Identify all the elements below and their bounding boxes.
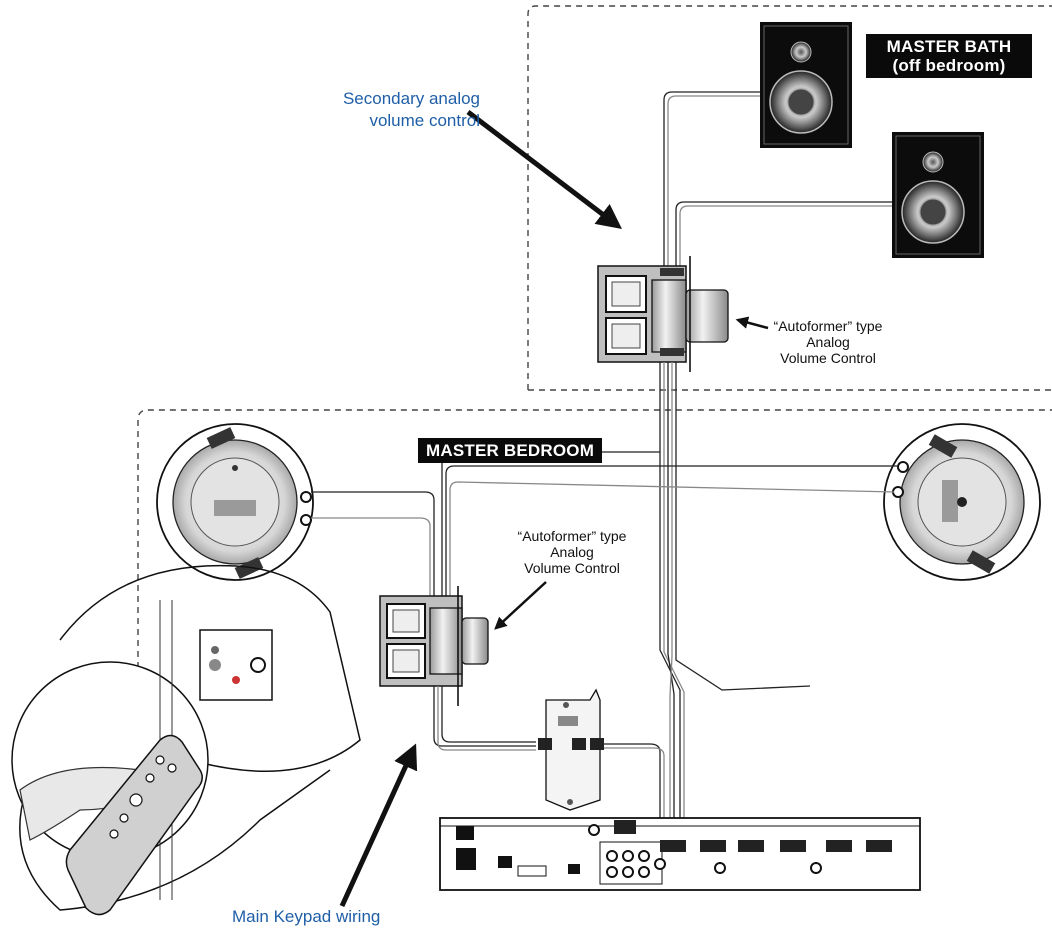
lower-callout-line2: Analog [550, 544, 594, 560]
trunk-wires [659, 362, 811, 830]
master-bath-title: MASTER BATH (off bedroom) [866, 34, 1032, 78]
volume-control-icon [597, 256, 729, 372]
upper-autoformer-callout: “Autoformer” type Analog Volume Control [748, 318, 908, 366]
master-bedroom-title-text: MASTER BEDROOM [426, 441, 595, 460]
keypad-wires [433, 686, 665, 830]
wall-speaker-icon [760, 22, 852, 148]
amplifier-icon [439, 817, 921, 891]
bath-speaker-wires [663, 91, 892, 270]
secondary-volume-label-line1: Secondary analog [342, 89, 480, 108]
lower-callout-line3: Volume Control [524, 560, 620, 576]
arrow-icon [466, 110, 622, 230]
arrow-icon [494, 581, 547, 630]
secondary-volume-label: Secondary analog volume control [300, 88, 480, 132]
upper-callout-line3: Volume Control [780, 350, 876, 366]
ceiling-speaker-icon [156, 423, 314, 581]
upper-callout-line1: “Autoformer” type [773, 318, 883, 334]
bedroom-speaker-wires [311, 451, 898, 600]
arrow-icon [339, 743, 418, 908]
ceiling-speaker-icon [883, 423, 1041, 581]
arrow-icon [735, 316, 769, 330]
master-bath-boundary [527, 5, 1052, 391]
lower-callout-line1: “Autoformer” type [517, 528, 627, 544]
master-bath-title-line1: MASTER BATH [886, 37, 1012, 56]
secondary-volume-label-line2: volume control [369, 111, 480, 130]
keypad-icon [11, 564, 361, 911]
master-bedroom-boundary [137, 409, 1052, 690]
upper-callout-line2: Analog [806, 334, 850, 350]
wall-speaker-icon [892, 132, 984, 258]
main-keypad-label-text: Main Keypad wiring [232, 907, 381, 926]
master-bedroom-title: MASTER BEDROOM [418, 438, 603, 463]
main-keypad-label: Main Keypad wiring [232, 906, 380, 928]
master-bath-title-line2: (off bedroom) [892, 56, 1006, 75]
volume-control-icon [379, 586, 489, 706]
remote-hand-icon [19, 734, 203, 916]
junction-board-icon [538, 688, 604, 811]
lower-autoformer-callout: “Autoformer” type Analog Volume Control [492, 528, 652, 576]
